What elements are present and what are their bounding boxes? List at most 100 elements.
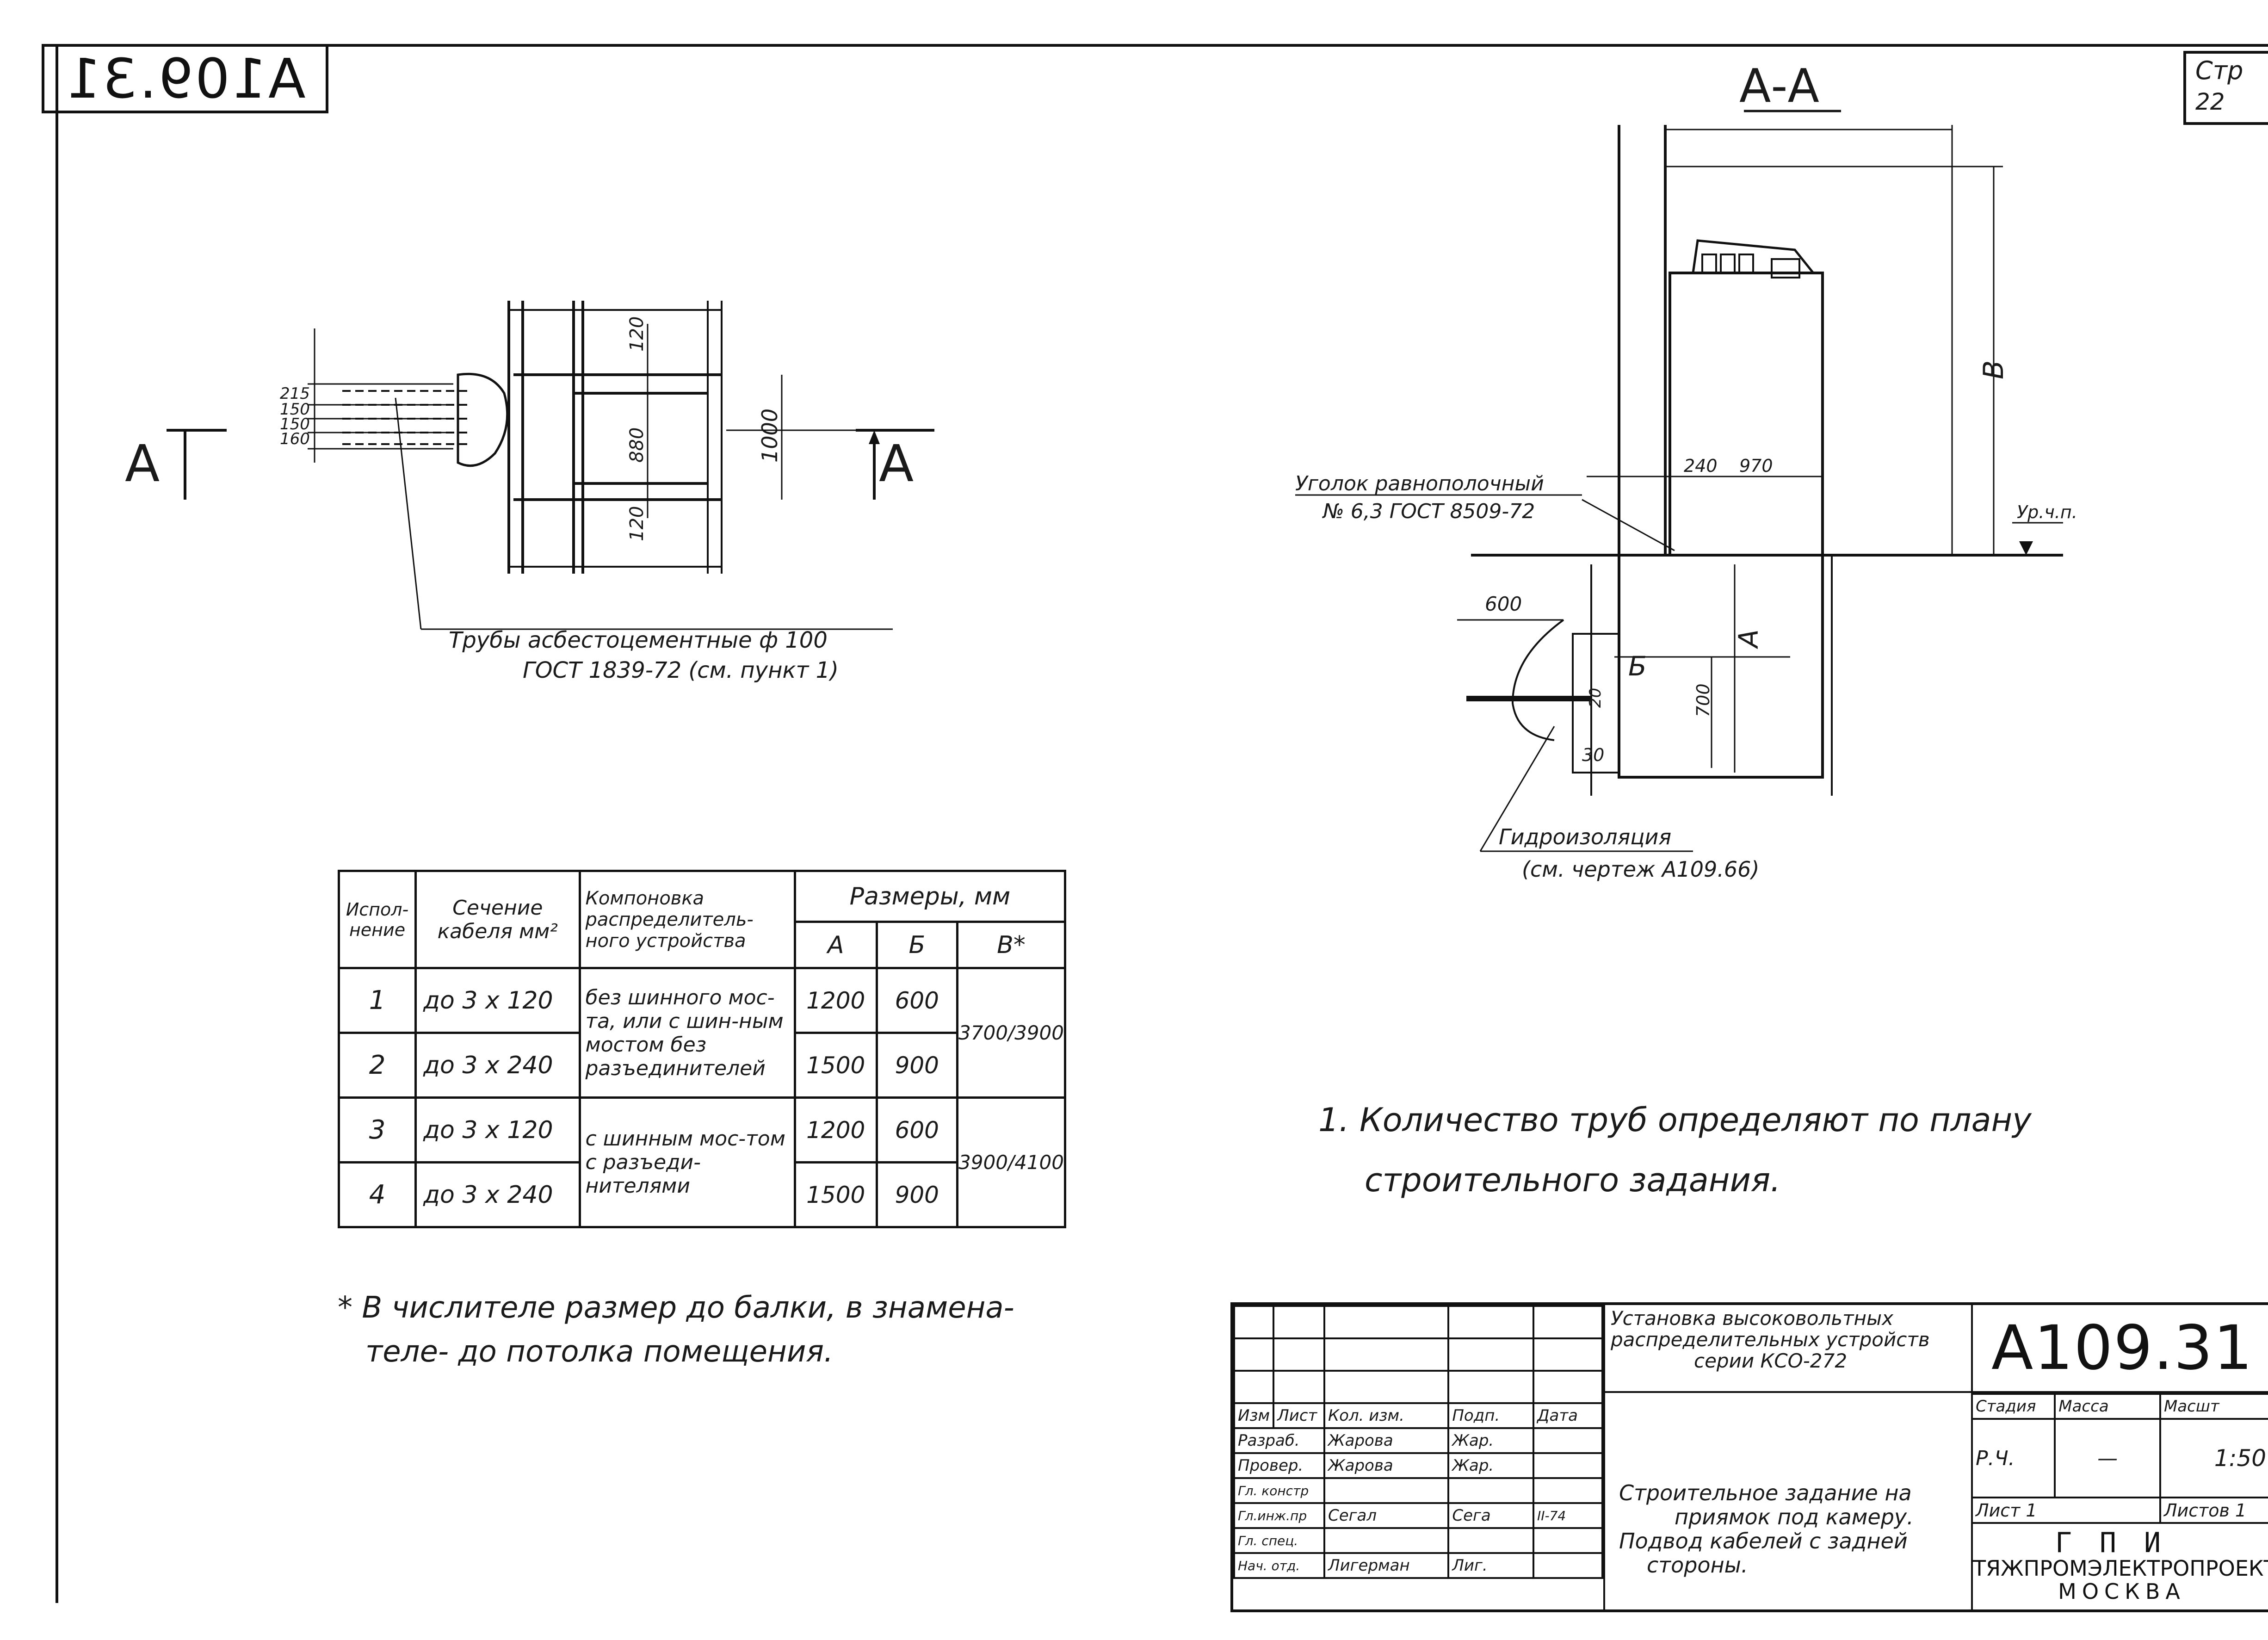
drawing-title-4: стороны. [1647, 1553, 1748, 1578]
sheet-label: Стр [2195, 56, 2243, 85]
footnote-1: * В числителе размер до балки, в знамена… [338, 1291, 1014, 1325]
spec-table: Испол-нение Сечение кабеля мм² Компоновк… [337, 870, 1067, 1228]
role-4: Гл. спец. [1233, 1527, 1325, 1554]
stage-label: Стадия [1971, 1393, 2056, 1420]
project-line-3: серии КСО-272 [1694, 1349, 1848, 1372]
hdr-a: А [793, 921, 878, 969]
angle-label-2: № 6,3 ГОСТ 8509-72 [1322, 500, 1535, 523]
org-name: ТЯЖПРОМЭЛЕКТРОПРОЕКТ [1973, 1556, 2268, 1581]
sheet-cell: Лист 1 [1971, 1497, 2161, 1524]
dim-215: 215 [280, 384, 310, 403]
hdr-v: В* [956, 921, 1066, 969]
project-line-1: Установка высоковольтных [1611, 1307, 1894, 1330]
dim-v: В [1978, 360, 2010, 379]
sign-3: Сега [1447, 1502, 1534, 1529]
pipes-callout-1: Трубы асбестоцементные ф 100 [449, 627, 828, 653]
project-name-box: Установка высоковольтных распределительн… [1603, 1305, 1971, 1393]
row4-a: 1500 [793, 1161, 878, 1228]
row3-a: 1200 [793, 1096, 878, 1163]
row4-b: 900 [875, 1161, 959, 1228]
name-5: Лигерман [1323, 1552, 1450, 1579]
row1-section: до 3 x 120 [414, 967, 581, 1034]
sign-1: Жар. [1447, 1452, 1534, 1479]
level-label: Ур.ч.п. [2017, 502, 2077, 522]
dim-240: 240 [1684, 456, 1718, 476]
role-5: Нач. отд. [1233, 1552, 1325, 1579]
footnote-2: теле- до потолка помещения. [365, 1335, 834, 1369]
frame-top [42, 44, 2268, 47]
hdr-section: Сечение кабеля мм² [414, 870, 581, 969]
frame-left [56, 44, 58, 1603]
stage-value: Р.Ч. [1971, 1418, 2056, 1498]
col-list: Лист [1273, 1402, 1325, 1429]
dim-700: 700 [1693, 683, 1713, 717]
mirrored-doc-code: A109.31 [42, 44, 328, 113]
dim-120-top: 120 [626, 316, 648, 352]
role-1: Провер. [1233, 1452, 1325, 1479]
scale-value: 1:50 [2159, 1418, 2268, 1498]
dim-160: 160 [280, 430, 310, 448]
note-1: 1. Количество труб определяют по плану [1318, 1101, 2032, 1139]
section-title: А-А [1739, 59, 1819, 113]
revision-grid: Изм Лист Кол. изм. Подп. Дата Разраб. Жа… [1233, 1305, 1604, 1579]
hdr-layout: Компоновка распределитель-ного устройств… [578, 870, 796, 969]
row3-section: до 3 x 120 [414, 1096, 581, 1163]
col-izm: Изм [1233, 1402, 1275, 1429]
note-2: строительного задания. [1365, 1161, 1781, 1199]
scale-label: Масшт [2159, 1393, 2268, 1420]
row2-a: 1500 [793, 1032, 878, 1099]
sheets-cell: Листов 1 [2159, 1497, 2268, 1524]
hdr-b: Б [875, 921, 959, 969]
spec-table-wrap: Испол-нение Сечение кабеля мм² Компоновк… [337, 870, 1067, 1228]
dim-b: Б [1628, 650, 1647, 682]
dim-120-bot: 120 [626, 506, 648, 541]
sheet-number-box: Стр 22 [2183, 51, 2268, 125]
dim-150a: 150 [280, 400, 310, 419]
role-3: Гл.инж.пр [1233, 1502, 1325, 1529]
section-view: А-А 240 970 В Ур.ч.п. Уголок равнополочн… [1295, 59, 2077, 882]
v-group2: 3900/4100 [956, 1096, 1066, 1228]
row1-b: 600 [875, 967, 959, 1034]
role-2: Гл. констр [1233, 1477, 1325, 1504]
sign-5: Лиг. [1447, 1552, 1534, 1579]
name-3: Сегал [1323, 1502, 1450, 1529]
dim-600: 600 [1485, 593, 1522, 615]
org-box: ГПИ ТЯЖПРОМЭЛЕКТРОПРОЕКТ МОСКВА [1971, 1522, 2268, 1612]
dim-a: А [1733, 629, 1764, 650]
row2-section: до 3 x 240 [414, 1032, 581, 1099]
org-city: МОСКВА [2058, 1579, 2186, 1604]
mirrored-doc-code-text: A109.31 [64, 47, 306, 111]
drawing-title-2: приямок под камеру. [1675, 1504, 1914, 1529]
dim-150b: 150 [280, 415, 310, 433]
row3-b: 600 [875, 1096, 959, 1163]
row3-n: 3 [337, 1096, 417, 1163]
drawing-title-3: Подвод кабелей с задней [1619, 1529, 1908, 1553]
pipes-callout-2: ГОСТ 1839-72 (см. пункт 1) [523, 657, 839, 683]
drawing-title-box: Строительное задание на приямок под каме… [1603, 1393, 1971, 1612]
mass-value: — [2054, 1418, 2161, 1498]
section-mark-left: A [125, 434, 160, 493]
org-logo: ГПИ [2055, 1527, 2189, 1559]
title-block: Изм Лист Кол. изм. Подп. Дата Разраб. Жа… [1230, 1302, 2268, 1612]
dim-30: 30 [1582, 745, 1604, 765]
waterproof-1: Гидроизоляция [1499, 824, 1671, 849]
stage-grid: Стадия Масса Масшт Р.Ч. — 1:50 Лист 1 Ли… [1971, 1393, 2268, 1524]
col-kol: Кол. изм. [1323, 1402, 1450, 1429]
hdr-dims: Размеры, мм [793, 870, 1067, 923]
layout-group1: без шинного мос-та, или с шин-ным мостом… [578, 967, 796, 1099]
plan-view: A A 215 150 150 160 120 880 120 1000 [125, 301, 934, 683]
sheet-number: 22 [2195, 88, 2225, 115]
mass-label: Масса [2054, 1393, 2161, 1420]
waterproof-2: (см. чертеж А109.66) [1522, 857, 1759, 882]
row1-n: 1 [337, 967, 417, 1034]
drawing-title-1: Строительное задание на [1619, 1480, 1912, 1505]
name-1: Жарова [1323, 1452, 1450, 1479]
row4-section: до 3 x 240 [414, 1161, 581, 1228]
sign-0: Жар. [1447, 1427, 1534, 1454]
v-group1: 3700/3900 [956, 967, 1066, 1099]
col-data: Дата [1532, 1402, 1604, 1429]
row4-n: 4 [337, 1161, 417, 1228]
hdr-variant: Испол-нение [337, 870, 417, 969]
name-0: Жарова [1323, 1427, 1450, 1454]
date-3: II-74 [1532, 1502, 1604, 1529]
